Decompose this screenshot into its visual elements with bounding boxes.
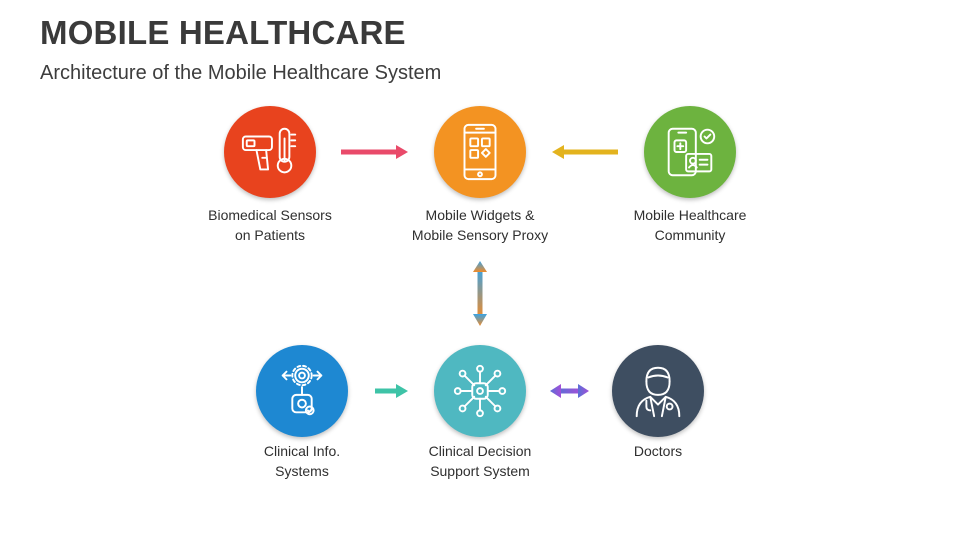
node-clinical-info — [256, 345, 348, 437]
node-healthcare-community — [644, 106, 736, 198]
node-mobile-widgets — [434, 106, 526, 198]
smartphone-widgets-icon — [463, 123, 497, 181]
label-healthcare-community: Mobile Healthcare Community — [633, 207, 747, 243]
arrow-community-to-widgets — [552, 145, 618, 159]
label-clinical-decision: Clinical Decision Support System — [428, 443, 532, 479]
label-mobile-widgets: Mobile Widgets & Mobile Sensory Proxy — [411, 207, 549, 243]
node-doctors — [612, 345, 704, 437]
thermometer-scanner-icon — [241, 127, 297, 174]
node-clinical-decision — [434, 345, 526, 437]
page-title: MOBILE HEALTHCARE — [40, 14, 406, 51]
arrow-info-to-decision — [375, 384, 408, 398]
page-subtitle: Architecture of the Mobile Healthcare Sy… — [40, 62, 442, 84]
node-biomedical-sensors — [224, 106, 316, 198]
decision-hub-icon — [453, 364, 507, 418]
label-doctors: Doctors — [633, 443, 683, 459]
gear-network-icon — [281, 364, 323, 416]
arrow-sensors-to-widgets — [341, 145, 408, 159]
label-biomedical-sensors: Biomedical Sensors on Patients — [208, 207, 332, 243]
doctor-icon — [635, 366, 681, 418]
label-clinical-info: Clinical Info. Systems — [263, 443, 341, 479]
arrow-widgets-decision-bidirectional — [473, 261, 487, 326]
medical-app-icon — [667, 127, 716, 177]
arrow-decision-doctors-bidirectional — [550, 384, 589, 398]
